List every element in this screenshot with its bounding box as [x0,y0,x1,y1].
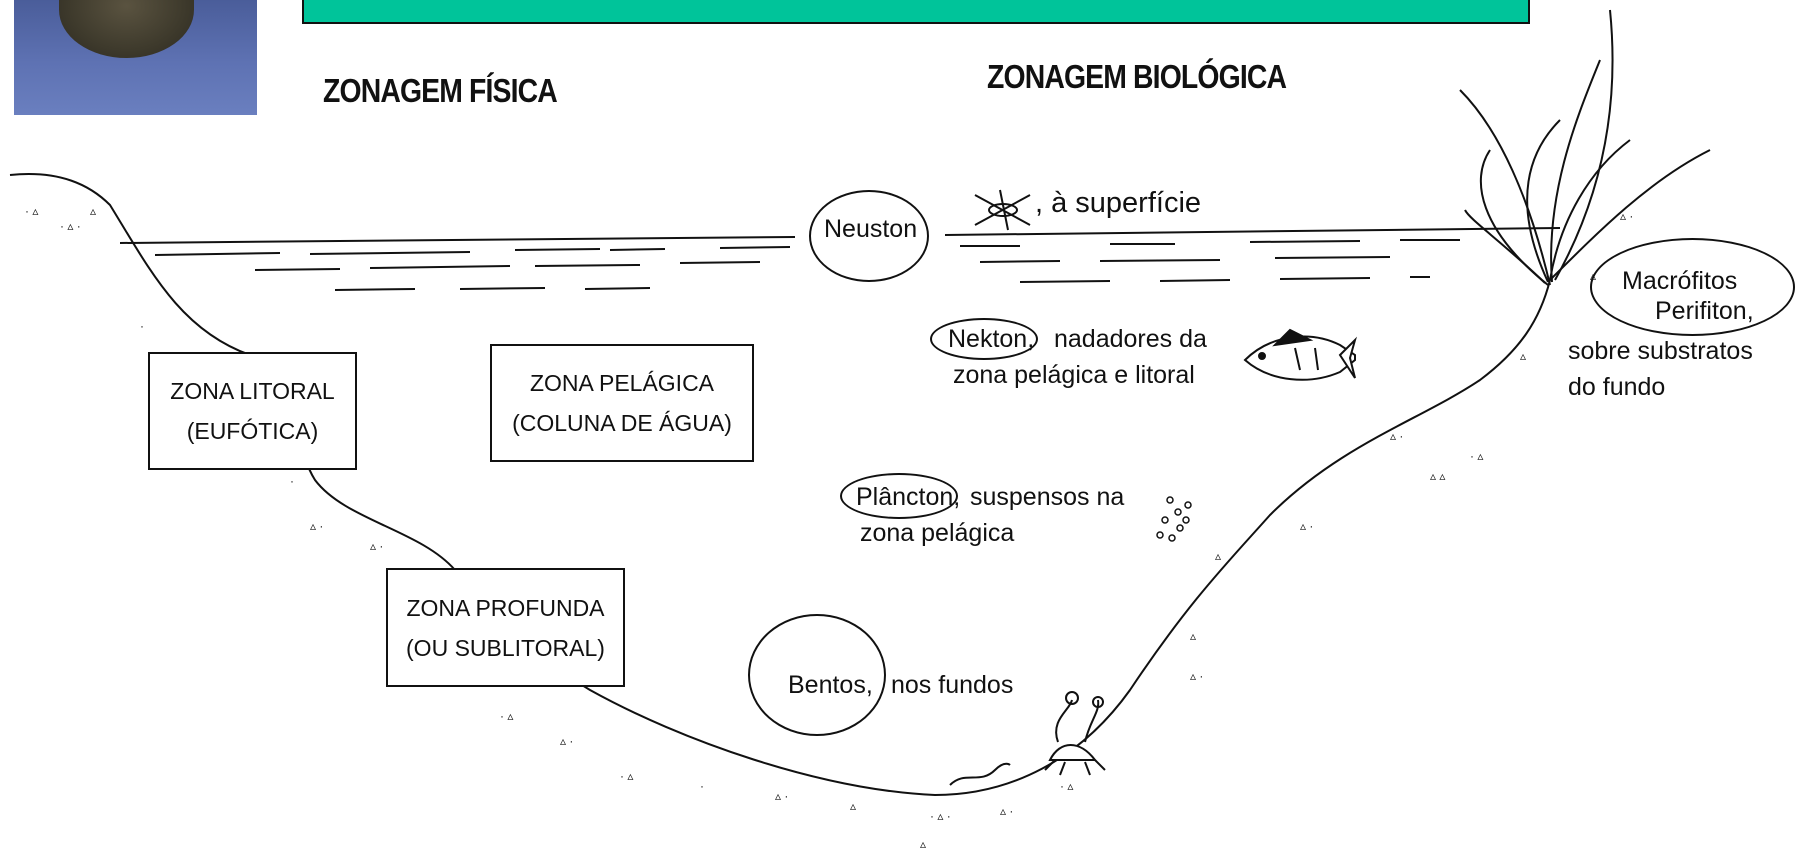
svg-text:▵ ·: ▵ · [560,734,573,748]
fish-drawing [1243,328,1357,381]
macrophyte-plants [1459,9,1631,286]
macrofitos-description-line1: sobre substratos [1568,337,1753,365]
svg-text:▵: ▵ [850,799,856,813]
nekton-description-line1: nadadores da [1054,325,1207,353]
svg-text:· ▵: · ▵ [1060,779,1073,793]
neuston-circle [809,190,929,282]
plancton-description-line1: suspensos na [970,483,1125,511]
frog-photo-thumbnail [14,0,257,115]
svg-text:· ▵: · ▵ [500,709,513,723]
macrofitos-circle [1590,238,1795,336]
svg-text:▵: ▵ [90,204,96,218]
sediment-specks: · ▵ · ▵ · ▵ · ▵ · ▵ · · · ▵ ▵ · · ▵ · ▵ · ▵ · ▵ ·… [25,204,1633,851]
macrofitos-description-line2: do fundo [1568,373,1666,401]
svg-text:· ▵ ·: · ▵ · [60,219,81,233]
water-surface-right [944,227,1561,236]
plankton-dots [1156,496,1192,542]
bentos-label: Bentos, [788,671,873,699]
svg-text:▵ ·: ▵ · [1300,519,1313,533]
nekton-circle [930,318,1038,360]
water-surface-left [119,236,796,244]
svg-text:▵ ·: ▵ · [1620,209,1633,223]
bentos-description: nos fundos [891,671,1014,699]
svg-text:▵: ▵ [1190,629,1196,643]
nekton-label: Nekton, [948,325,1035,353]
svg-text:▵ ·: ▵ · [1000,804,1013,818]
macrofitos-label: Macrófitos [1622,267,1738,295]
svg-text:▵: ▵ [1520,349,1526,363]
zone-pelagica-box: ZONA PELÁGICA (COLUNA DE ÁGUA) [490,344,754,462]
plancton-circle [840,473,958,519]
svg-text:▵ ·: ▵ · [1390,429,1403,443]
water-wave-dashes [154,239,1460,291]
svg-text:▵ ·: ▵ · [775,789,788,803]
bentos-circle [748,614,886,736]
svg-text:▵: ▵ [1215,549,1221,563]
svg-text:·: · [290,474,294,488]
zone-litoral-name: ZONA LITORAL [170,378,335,404]
svg-text:· ▵: · ▵ [620,769,633,783]
svg-text:· ▵: · ▵ [25,204,38,218]
svg-text:▵: ▵ [920,837,926,851]
zone-profunda-subtitle: (OU SUBLITORAL) [406,634,605,661]
svg-text:▵ ·: ▵ · [370,539,383,553]
bentic-animals [949,691,1106,786]
perifiton-label: Perifiton, [1655,297,1754,325]
svg-text:·: · [140,319,144,333]
insect-drawing [974,189,1031,231]
plancton-description-line2: zona pelágica [860,519,1015,547]
neuston-label: Neuston [824,215,918,243]
svg-text:· ▵ ·: · ▵ · [930,809,951,823]
zone-litoral-subtitle: (EUFÓTICA) [186,418,319,444]
svg-text:▵ ▵: ▵ ▵ [1430,469,1445,483]
physical-zonation-heading: ZONAGEM FÍSICA [323,72,558,109]
nekton-description-line2: zona pelágica e litoral [953,361,1195,389]
title-banner [302,0,1530,24]
svg-text:·: · [700,779,704,793]
biological-zonation-heading: ZONAGEM BIOLÓGICA [987,58,1287,95]
svg-text:▵ ·: ▵ · [310,519,323,533]
svg-text:▵ ·: ▵ · [1190,669,1203,683]
neuston-description: , à superfície [1035,187,1202,219]
zone-pelagica-subtitle: (COLUNA DE ÁGUA) [512,410,732,436]
zone-profunda-box: ZONA PROFUNDA (OU SUBLITORAL) [386,568,625,687]
zone-pelagica-name: ZONA PELÁGICA [529,370,715,396]
zone-profunda-name: ZONA PROFUNDA [406,594,605,621]
svg-text:· ▵: · ▵ [1470,449,1483,463]
zone-litoral-box: ZONA LITORAL (EUFÓTICA) [148,352,357,470]
plancton-label: Plâncton, [856,483,961,511]
